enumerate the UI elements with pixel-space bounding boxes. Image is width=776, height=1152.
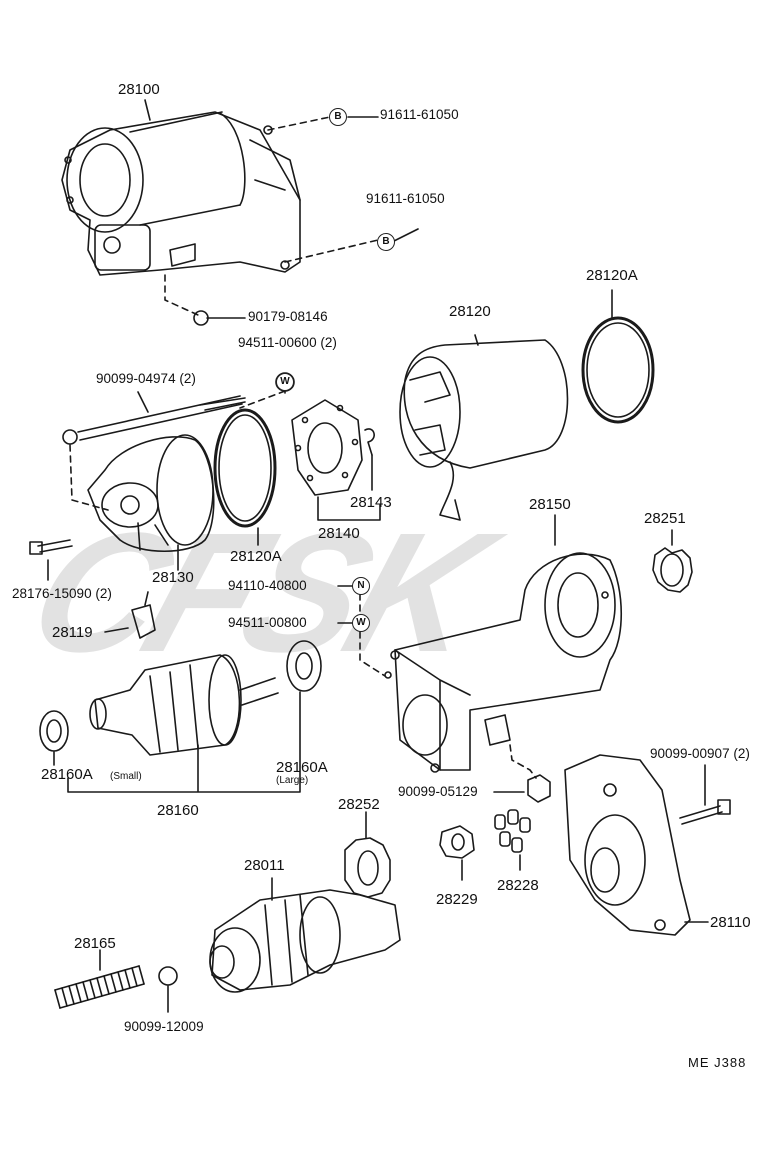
- leader-dash-bolt-2: [69, 444, 109, 511]
- part-label-28160: 28160: [157, 802, 199, 819]
- commutator-end-frame-drawing: [87, 434, 215, 553]
- part-label-90179-08146: 90179-08146: [248, 309, 328, 324]
- badge-b-2: B: [377, 233, 395, 251]
- badge-n-1: N: [352, 577, 370, 595]
- leader-28160-bracket: [67, 691, 301, 793]
- gear-28252-drawing: [344, 837, 391, 898]
- bolt-head-90099-00907: [717, 799, 731, 815]
- leader-dash-housing-2: [509, 744, 537, 779]
- through-bolt-drawing: [62, 395, 246, 445]
- yoke-drawing: [399, 334, 569, 521]
- part-label-94110-40800: 94110-40800: [228, 578, 307, 593]
- part-label-90099-12009: 90099-12009: [124, 1019, 204, 1034]
- motor-housing-drawing: [384, 552, 622, 773]
- bearing-small-drawing: [39, 710, 69, 752]
- leaders-top: [206, 116, 419, 319]
- armature-drawing: [89, 654, 279, 756]
- part-label-90099-04974: 90099-04974 (2): [96, 371, 196, 386]
- part-label-28160A-small: 28160A: [41, 766, 93, 783]
- note-small: (Small): [110, 771, 142, 782]
- terminal-28119-drawing: [131, 591, 156, 639]
- part-label-28251: 28251: [644, 510, 686, 527]
- retainer-28229-drawing: [439, 825, 475, 859]
- part-label-91611-61050-b: 91611-61050: [366, 191, 445, 206]
- badge-b-1: B: [329, 108, 347, 126]
- bearing-small-inner: [46, 719, 62, 743]
- starter-clutch-drawing: [209, 889, 401, 993]
- part-label-28252: 28252: [338, 796, 380, 813]
- part-label-94511-00600: 94511-00600 (2): [238, 335, 337, 350]
- part-label-91611-61050-a: 91611-61050: [380, 107, 459, 122]
- gear-28251-drawing: [652, 547, 693, 593]
- part-label-28130: 28130: [152, 569, 194, 586]
- note-large: (Large): [276, 775, 309, 786]
- part-label-90099-00907: 90099-00907 (2): [650, 746, 750, 761]
- leader-28119: [104, 627, 129, 633]
- spring-28165-drawing: [54, 965, 145, 1009]
- part-label-28140: 28140: [318, 525, 360, 542]
- badge-w-1: W: [276, 373, 294, 391]
- leader-dash-bolt: [239, 390, 286, 409]
- leader-dash-housing: [359, 593, 386, 677]
- part-label-28120: 28120: [449, 303, 491, 320]
- leader-dashes-top: [164, 116, 379, 316]
- part-label-28011: 28011: [244, 857, 285, 874]
- screw-28176-drawing: [37, 539, 73, 553]
- o-ring-inner-mid: [218, 414, 272, 522]
- nut-90099-05129-drawing: [527, 774, 551, 803]
- bearing-large-inner: [295, 652, 313, 680]
- diagram-code: ME J388: [688, 1055, 747, 1070]
- part-label-28100: 28100: [118, 81, 160, 98]
- part-label-90099-05129: 90099-05129: [398, 784, 478, 799]
- part-label-28165: 28165: [74, 935, 116, 952]
- part-label-94511-00800: 94511-00800: [228, 615, 307, 630]
- leader-28140-bracket: [317, 454, 381, 521]
- brush-holder-drawing: [291, 399, 375, 496]
- starter-assembly-drawing: [61, 111, 301, 276]
- part-label-28160A-large: 28160A: [276, 759, 328, 776]
- leader-28100: [144, 99, 151, 121]
- o-ring-inner-top: [586, 322, 650, 418]
- bolt-90099-00907-drawing: [679, 805, 723, 825]
- part-label-28120A-mid: 28120A: [230, 548, 282, 565]
- part-label-28150: 28150: [529, 496, 571, 513]
- part-label-28119: 28119: [52, 624, 93, 641]
- screw-head-28176: [29, 541, 43, 555]
- part-label-28120A-top: 28120A: [586, 267, 638, 284]
- steel-ball-drawing: [158, 966, 178, 986]
- leaders-housing-badges: [337, 585, 353, 624]
- part-label-28143: 28143: [350, 494, 392, 511]
- part-label-28229: 28229: [436, 891, 478, 908]
- part-label-28228: 28228: [497, 877, 539, 894]
- nut-90179-drawing: [193, 310, 209, 326]
- part-label-28176-15090: 28176-15090 (2): [12, 586, 112, 601]
- o-ring-28120A-mid: [213, 408, 277, 528]
- bearing-large-drawing: [286, 640, 322, 692]
- badge-w-2: W: [352, 614, 370, 632]
- rollers-28228-drawing: [494, 809, 531, 853]
- part-label-28110: 28110: [710, 914, 751, 931]
- o-ring-28120A-top: [581, 316, 655, 424]
- drive-housing-drawing: [564, 754, 691, 936]
